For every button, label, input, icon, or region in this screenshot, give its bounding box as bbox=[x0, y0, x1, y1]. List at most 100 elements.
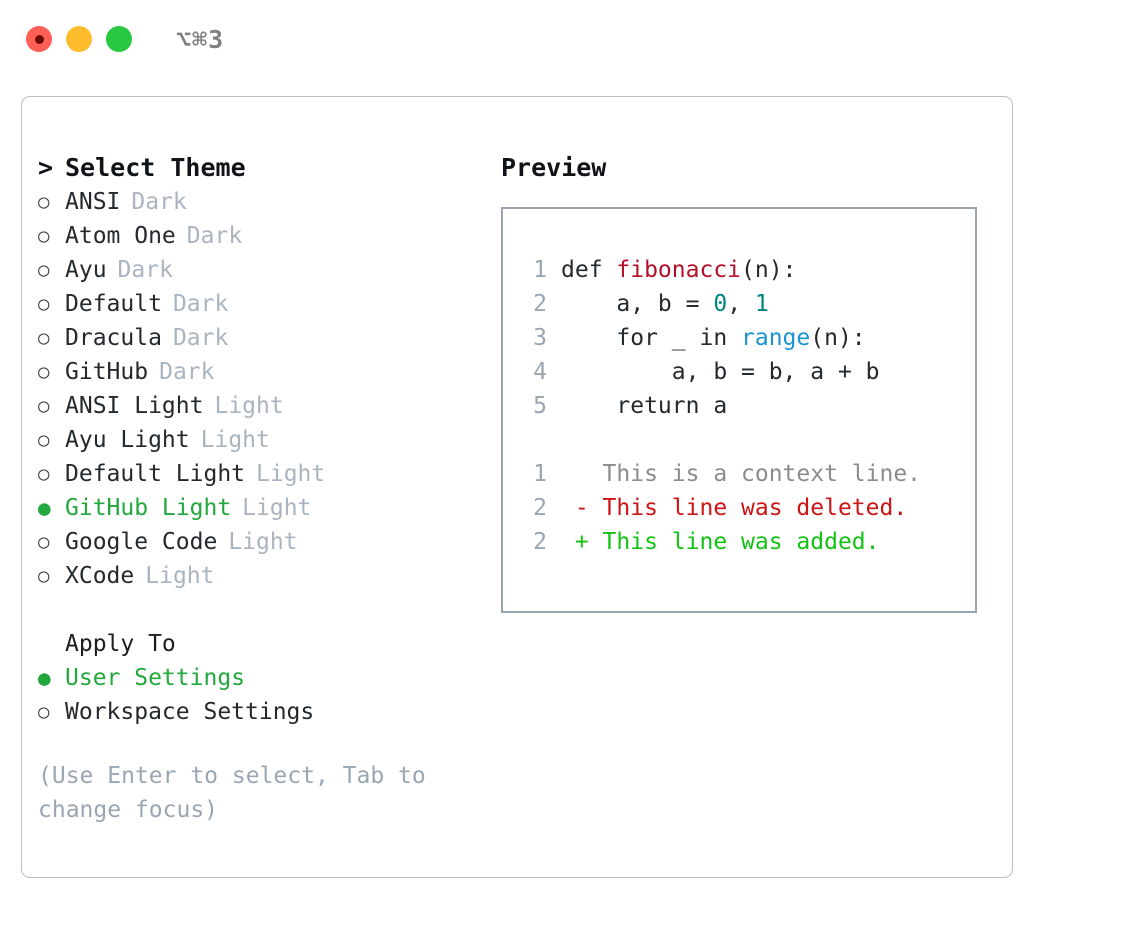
radio-empty-icon: ○ bbox=[38, 191, 50, 213]
apply-to-section: Apply To ●User Settings○Workspace Settin… bbox=[38, 627, 488, 729]
radio-empty-icon: ○ bbox=[38, 565, 50, 587]
theme-name-label: Default Light bbox=[65, 461, 246, 487]
minimize-button-icon[interactable] bbox=[66, 26, 92, 52]
code-line: 4 a, b = b, a + b bbox=[517, 355, 975, 389]
apply-to-list[interactable]: ● User Settings ○ Workspace Settings bbox=[38, 661, 488, 729]
radio-empty-icon: ○ bbox=[38, 361, 50, 383]
code-line: 1 def fibonacci(n): bbox=[517, 253, 975, 287]
diff-line-deleted: 2 - This line was deleted. bbox=[517, 491, 975, 525]
theme-variant-label: Dark bbox=[186, 223, 243, 249]
theme-list-item[interactable]: ○ Ayu Light Light bbox=[38, 423, 488, 457]
code-token-plain: a, b = bbox=[561, 291, 714, 317]
theme-variant-label: Dark bbox=[172, 291, 229, 317]
code-token-plain: (n): bbox=[810, 325, 866, 351]
diff-sample: 1 This is a context line.2 - This line w… bbox=[517, 457, 975, 559]
caret-icon: > bbox=[38, 153, 54, 182]
radio-empty-icon: ○ bbox=[38, 259, 50, 281]
line-number: 5 bbox=[533, 393, 547, 419]
line-number: 2 bbox=[533, 495, 547, 521]
code-token-plain: a, b = b, a + b bbox=[561, 359, 880, 385]
apply-to-label: User Settings bbox=[65, 665, 246, 691]
theme-name-label: Ayu bbox=[65, 257, 107, 283]
diff-line-content: This is a context line. bbox=[561, 461, 922, 487]
code-line: 3 for _ in range(n): bbox=[517, 321, 975, 355]
theme-list-item[interactable]: ○ Default Dark bbox=[38, 287, 488, 321]
line-number: 1 bbox=[533, 257, 547, 283]
window-title: ⌥⌘3 bbox=[176, 24, 225, 54]
radio-selected-icon: ● bbox=[38, 666, 51, 690]
code-token-plain: for _ in bbox=[561, 325, 742, 351]
line-number: 2 bbox=[533, 291, 547, 317]
apply-to-label: Workspace Settings bbox=[65, 699, 315, 725]
theme-variant-label: Light bbox=[228, 529, 298, 555]
code-line-content: def fibonacci(n): bbox=[561, 253, 796, 287]
code-token-function: fibonacci bbox=[616, 257, 742, 283]
theme-name-label: GitHub Light bbox=[65, 495, 232, 521]
radio-empty-icon: ○ bbox=[38, 225, 50, 247]
theme-name-label: Ayu Light bbox=[65, 427, 190, 453]
select-theme-heading-label: Select Theme bbox=[65, 153, 246, 182]
diff-line-context: 1 This is a context line. bbox=[517, 457, 975, 491]
theme-list-item[interactable]: ○ Google Code Light bbox=[38, 525, 488, 559]
code-line: 2 a, b = 0, 1 bbox=[517, 287, 975, 321]
theme-variant-label: Dark bbox=[172, 325, 229, 351]
radio-empty-icon: ○ bbox=[38, 531, 50, 553]
line-number: 2 bbox=[533, 529, 547, 555]
code-line-content: return a bbox=[561, 389, 727, 423]
apply-to-option[interactable]: ● User Settings bbox=[38, 661, 488, 695]
radio-empty-icon: ○ bbox=[38, 463, 50, 485]
code-token-number: 1 bbox=[754, 291, 769, 317]
theme-list-item[interactable]: ○ GitHub Dark bbox=[38, 355, 488, 389]
theme-variant-label: Light bbox=[200, 427, 270, 453]
apply-to-option[interactable]: ○ Workspace Settings bbox=[38, 695, 488, 729]
theme-variant-label: Light bbox=[242, 495, 312, 521]
diff-line-content: - This line was deleted. bbox=[561, 495, 908, 521]
theme-name-label: ANSI bbox=[65, 189, 121, 215]
theme-list-item[interactable]: ○ Atom One Dark bbox=[38, 219, 488, 253]
theme-name-label: Atom One bbox=[65, 223, 176, 249]
code-token-plain: , bbox=[727, 291, 755, 317]
code-line-content: for _ in range(n): bbox=[561, 321, 866, 355]
radio-empty-icon: ○ bbox=[38, 701, 50, 723]
radio-empty-icon: ○ bbox=[38, 293, 50, 315]
theme-list-item[interactable]: ○ XCode Light bbox=[38, 559, 488, 593]
code-token-number: 0 bbox=[713, 291, 728, 317]
radio-empty-icon: ○ bbox=[38, 327, 50, 349]
code-token-builtin: range bbox=[741, 325, 811, 351]
keyboard-hint: (Use Enter to select, Tab to change focu… bbox=[38, 763, 426, 823]
code-line-content: a, b = 0, 1 bbox=[561, 287, 769, 321]
theme-variant-label: Dark bbox=[159, 359, 215, 385]
theme-variant-label: Light bbox=[214, 393, 284, 419]
radio-empty-icon: ○ bbox=[38, 429, 50, 451]
line-number: 3 bbox=[533, 325, 547, 351]
theme-name-label: Google Code bbox=[65, 529, 218, 555]
code-token-plain: (n): bbox=[741, 257, 797, 283]
line-number: 4 bbox=[533, 359, 547, 385]
close-button-icon[interactable] bbox=[26, 26, 52, 52]
code-spacer bbox=[517, 423, 975, 457]
diff-line-added: 2 + This line was added. bbox=[517, 525, 975, 559]
radio-empty-icon: ○ bbox=[38, 395, 50, 417]
preview-heading: Preview bbox=[501, 153, 607, 182]
theme-variant-label: Light bbox=[145, 563, 215, 589]
theme-variant-label: Dark bbox=[117, 257, 173, 283]
theme-name-label: GitHub bbox=[65, 359, 149, 385]
theme-name-label: XCode bbox=[65, 563, 135, 589]
theme-name-label: Default bbox=[65, 291, 162, 317]
theme-list-item[interactable]: ○ Ayu Dark bbox=[38, 253, 488, 287]
maximize-button-icon[interactable] bbox=[106, 26, 132, 52]
code-line: 5 return a bbox=[517, 389, 975, 423]
code-token-plain: def bbox=[561, 257, 617, 283]
